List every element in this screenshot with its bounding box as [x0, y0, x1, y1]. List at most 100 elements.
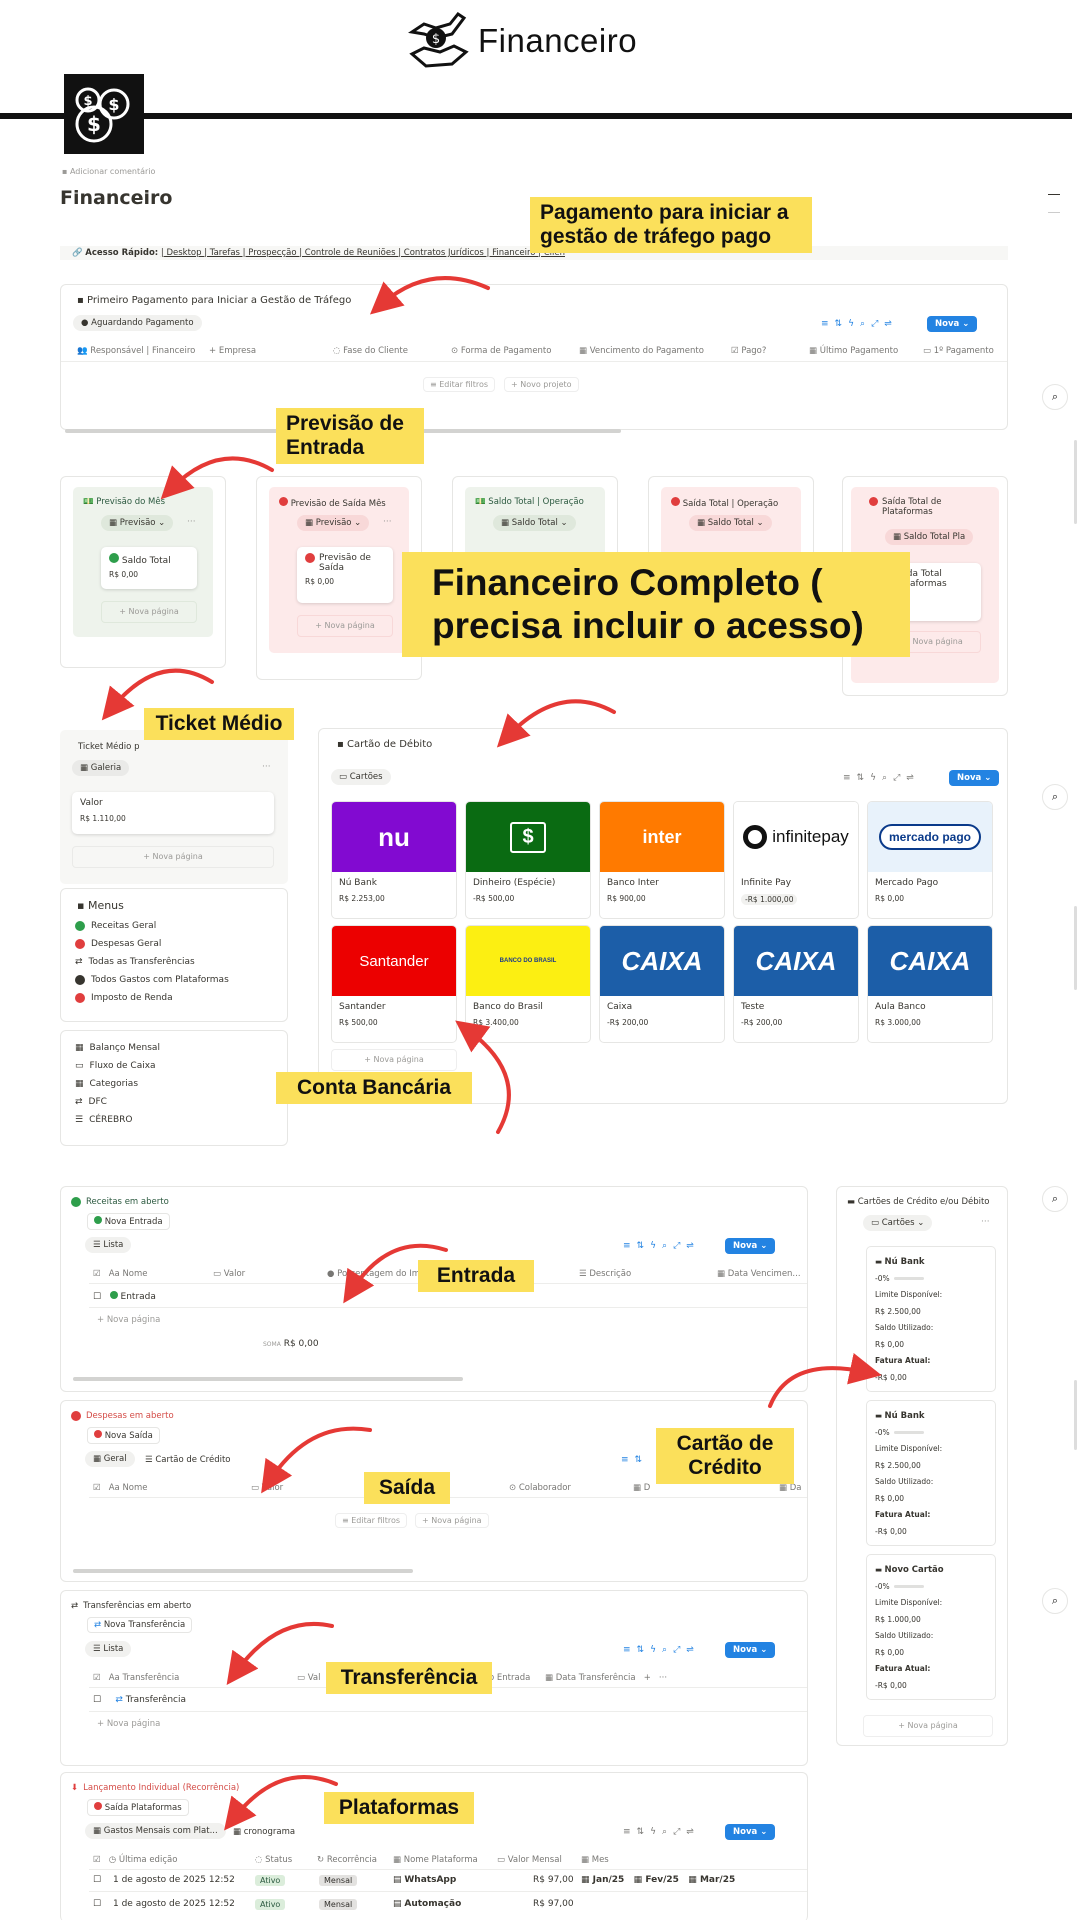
more-icon[interactable]: ···	[262, 762, 271, 772]
column-header[interactable]: ▭ Val	[297, 1673, 321, 1683]
board-view-select[interactable]: ▦ Saldo Total Pla	[885, 529, 974, 545]
bolt-icon[interactable]: ϟ	[650, 1241, 657, 1251]
menu-dfc[interactable]: ⇄DFC	[75, 1097, 107, 1107]
tab-geral[interactable]: ▦ Geral	[85, 1451, 135, 1467]
credit-card[interactable]: ▬ Nú Bank -0% Limite Disponível: R$ 2.50…	[866, 1246, 996, 1392]
more-icon[interactable]: ···	[187, 517, 196, 527]
column-header[interactable]: ▭ Valor	[213, 1269, 246, 1279]
expand-icon[interactable]: ⤢	[673, 1241, 681, 1251]
column-header[interactable]: ▦ Último Pagamento	[809, 346, 899, 356]
table-row[interactable]: ☐ ⇄ Transferência	[93, 1695, 186, 1705]
side-action-icon[interactable]: ⌕	[1042, 784, 1068, 810]
credit-card[interactable]: ▬ Novo Cartão -0% Limite Disponível: R$ …	[866, 1554, 996, 1700]
search-icon[interactable]: ⌕	[860, 319, 866, 329]
vertical-scrollbar[interactable]	[1074, 440, 1077, 524]
expand-icon[interactable]: ⤢	[893, 773, 901, 783]
column-header[interactable]: ⊙ Forma de Pagamento	[451, 346, 552, 356]
column-header[interactable]: ▭ 1º Pagamento	[923, 346, 994, 356]
new-project-button[interactable]: + Novo projeto	[504, 377, 579, 392]
sort-icon[interactable]: ⇅	[834, 319, 843, 329]
bolt-icon[interactable]: ϟ	[870, 773, 877, 783]
new-saida-button[interactable]: Nova Saída	[87, 1427, 160, 1444]
search-icon[interactable]: ⌕	[662, 1645, 668, 1655]
table-row[interactable]: ☐ 1 de agosto de 2025 12:52 Ativo Mensal…	[93, 1899, 574, 1910]
column-header[interactable]: o Entrada	[489, 1673, 531, 1683]
bolt-icon[interactable]: ϟ	[650, 1827, 657, 1837]
gallery-view-tab[interactable]: ▦ Galeria	[72, 760, 130, 776]
board-view-select[interactable]: ▦ Previsão ⌄	[101, 515, 174, 531]
column-header[interactable]: ▦ D	[633, 1483, 651, 1493]
new-page-button[interactable]: + Nova página	[331, 1049, 457, 1071]
expand-icon[interactable]: ⤢	[871, 319, 879, 329]
board-view-select[interactable]: ▦ Saldo Total ⌄	[689, 515, 772, 531]
list-view-tab[interactable]: ☰ Lista	[85, 1237, 132, 1253]
expand-icon[interactable]: ⤢	[673, 1645, 681, 1655]
cards-view-tab[interactable]: ▭ Cartões ⌄	[863, 1215, 933, 1231]
settings-icon[interactable]: ⇌	[686, 1827, 694, 1837]
filter-icon[interactable]: ≡	[623, 1645, 631, 1655]
filter-icon[interactable]: ≡	[843, 773, 851, 783]
new-page-button[interactable]: + Nova página	[101, 601, 197, 623]
column-header[interactable]: ☑ Aa Transferência	[93, 1673, 180, 1683]
sort-icon[interactable]: ⇅	[636, 1827, 645, 1837]
new-page-button[interactable]: + Nova página	[297, 615, 393, 637]
column-header[interactable]: ◌ Status	[255, 1855, 293, 1865]
saida-plataformas-button[interactable]: Saída Plataformas	[87, 1799, 189, 1816]
menu-plataformas[interactable]: Todos Gastos com Plataformas	[75, 971, 229, 989]
horizontal-scrollbar[interactable]	[73, 1569, 413, 1573]
column-header[interactable]: ☰ Descrição	[579, 1269, 632, 1279]
tab-gastos-mensais[interactable]: ▦ Gastos Mensais com Plat...	[85, 1823, 226, 1839]
quick-access-links[interactable]: | Desktop | Tarefas | Prospecção | Contr…	[160, 248, 566, 258]
filter-icon[interactable]: ≡	[623, 1241, 631, 1251]
menu-categorias[interactable]: ▦Categorias	[75, 1079, 139, 1089]
vertical-scrollbar[interactable]	[1074, 1380, 1077, 1450]
new-page-button[interactable]: + Nova página	[415, 1513, 489, 1528]
sort-icon[interactable]: ⇅	[636, 1645, 645, 1655]
list-view-tab[interactable]: ☰ Lista	[85, 1641, 132, 1657]
new-transfer-button[interactable]: ⇄ Nova Transferência	[87, 1617, 193, 1633]
tab-cronograma[interactable]: ▦ cronograma	[233, 1827, 296, 1837]
menu-balanco[interactable]: ▦Balanço Mensal	[75, 1043, 160, 1053]
column-header[interactable]: ▦ Vencimento do Pagamento	[579, 346, 704, 356]
column-header[interactable]: ☑ Aa Nome	[93, 1483, 148, 1493]
new-button[interactable]: Nova ⌄	[927, 316, 978, 332]
more-icon[interactable]: ···	[981, 1217, 990, 1227]
board-card[interactable]: Previsão de Saída R$ 0,00	[297, 547, 393, 603]
new-page-button[interactable]: + Nova página	[97, 1315, 161, 1325]
board-view-select[interactable]: ▦ Previsão ⌄	[297, 515, 370, 531]
column-header[interactable]: ▦ Mes	[581, 1855, 609, 1865]
column-header[interactable]: ▦ Data Vencimen...	[717, 1269, 801, 1279]
column-header[interactable]: ▦ Data Transferência + ···	[545, 1673, 668, 1683]
sort-icon[interactable]: ⇅	[856, 773, 865, 783]
tab-aguardando[interactable]: ● Aguardando Pagamento	[73, 315, 202, 331]
more-icon[interactable]: ···	[383, 517, 392, 527]
filter-icon[interactable]: ≡	[621, 1455, 629, 1465]
menu-receitas[interactable]: Receitas Geral	[75, 917, 229, 935]
menu-cerebro[interactable]: ☰CÉREBRO	[75, 1115, 133, 1125]
column-header[interactable]: ◌ Fase do Cliente	[333, 346, 408, 356]
new-page-button[interactable]: + Nova página	[863, 1715, 993, 1737]
vertical-scrollbar[interactable]	[1074, 906, 1077, 990]
table-row[interactable]: ☐ Entrada	[93, 1291, 156, 1302]
new-page-button[interactable]: + Nova página	[97, 1719, 161, 1729]
menu-despesas[interactable]: Despesas Geral	[75, 935, 229, 953]
column-header[interactable]: ⊙ Colaborador	[509, 1483, 571, 1493]
board-view-select[interactable]: ▦ Saldo Total ⌄	[493, 515, 576, 531]
add-comment[interactable]: ▪ Adicionar comentário	[62, 167, 156, 176]
column-header[interactable]: ▦ Da	[779, 1483, 802, 1493]
search-icon[interactable]: ⌕	[882, 773, 888, 783]
sort-icon[interactable]: ⇅	[636, 1241, 645, 1251]
table-row[interactable]: ☐ 1 de agosto de 2025 12:52 Ativo Mensal…	[93, 1875, 736, 1886]
side-action-icon[interactable]: ⌕	[1042, 1588, 1068, 1614]
new-button[interactable]: Nova ⌄	[725, 1238, 776, 1254]
settings-icon[interactable]: ⇌	[686, 1241, 694, 1251]
column-header[interactable]: ☑ Pago?	[731, 346, 767, 356]
